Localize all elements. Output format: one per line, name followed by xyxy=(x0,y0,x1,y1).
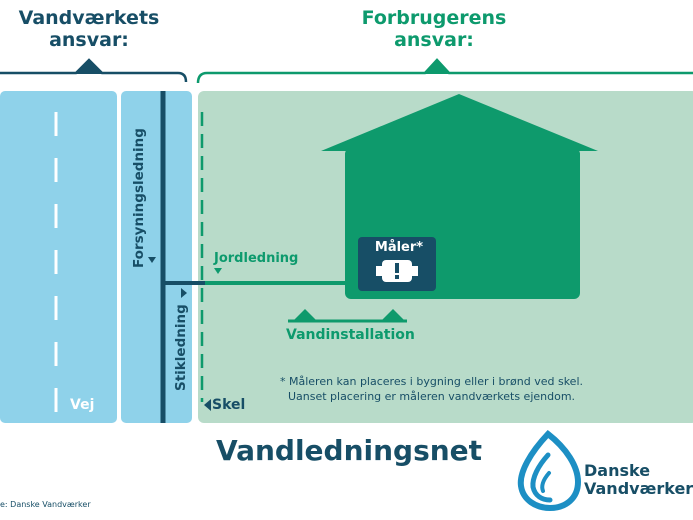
diagram-title: Vandledningsnet xyxy=(215,434,483,467)
service-line-marker-icon xyxy=(181,288,187,298)
source-credit: e: Danske Vandværker xyxy=(0,500,91,509)
meter-footnote: * Måleren kan placeres i bygning eller i… xyxy=(279,375,584,403)
consumer-responsibility-heading: Forbrugerens ansvar: xyxy=(361,7,507,51)
utility-responsibility-heading: Vandværkets ansvar: xyxy=(18,7,160,51)
installation-label: Vandinstallation xyxy=(286,327,415,343)
supply-strip xyxy=(121,91,192,423)
supply-line-label: Forsyningsledning xyxy=(131,128,147,268)
installation-bracket xyxy=(288,309,407,323)
water-drop-logo-icon xyxy=(517,429,582,512)
supply-line-marker-icon xyxy=(148,257,156,263)
road xyxy=(0,91,117,423)
ground-line-marker-icon xyxy=(214,268,222,274)
meter-label: Måler* xyxy=(374,240,424,255)
water-meter-icon xyxy=(358,237,436,291)
ground-line-label: Jordledning xyxy=(214,251,299,266)
logo-wordmark: Danske Vandværker xyxy=(584,461,693,498)
boundary-label: Skel xyxy=(212,397,246,413)
boundary-arrow-icon xyxy=(204,399,211,411)
service-line-label: Stikledning xyxy=(173,304,189,391)
consumer-bracket xyxy=(196,58,693,84)
road-label: Vej xyxy=(70,397,95,413)
utility-bracket xyxy=(0,58,188,83)
